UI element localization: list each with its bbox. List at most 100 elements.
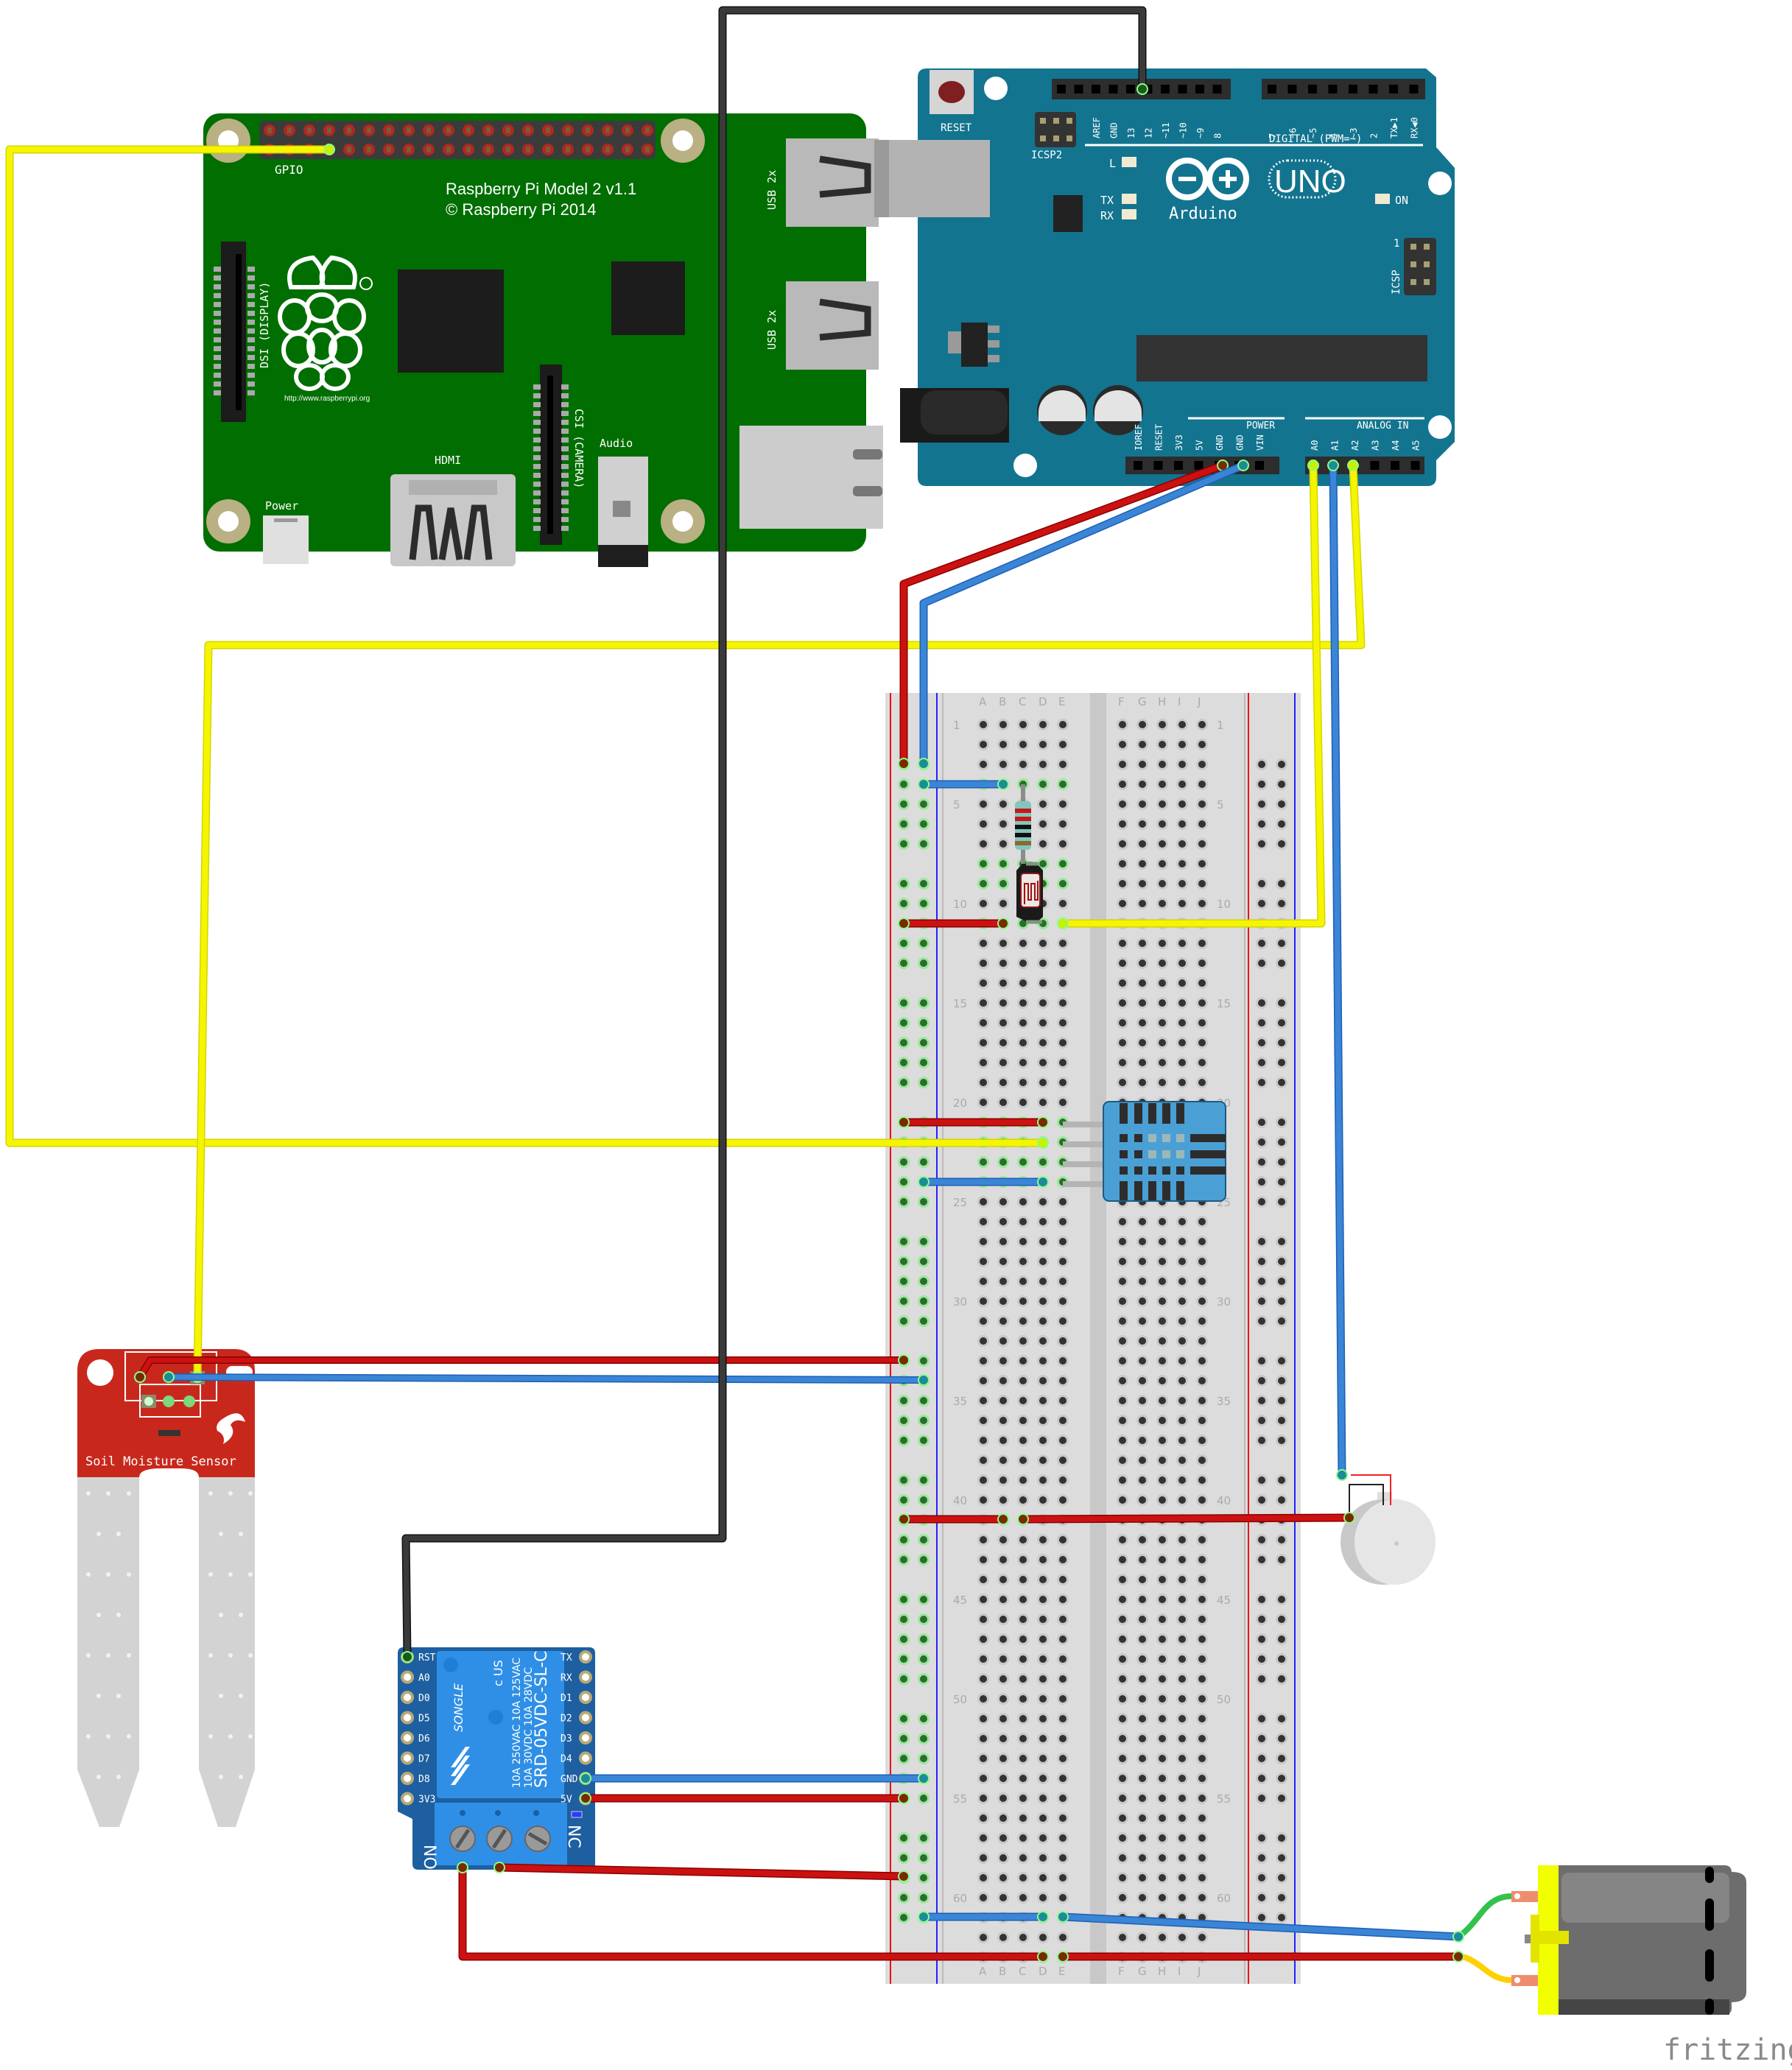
wire-endpoint[interactable] <box>898 758 910 770</box>
wire-endpoint[interactable] <box>1037 1116 1049 1128</box>
piezo-buzzer[interactable] <box>1341 1474 1436 1585</box>
red-wire-buzzer[interactable] <box>1020 1515 1352 1522</box>
wire-endpoint[interactable] <box>898 1792 910 1804</box>
analog-header-pin[interactable] <box>1370 461 1380 470</box>
digital-header-pin[interactable] <box>1074 85 1083 94</box>
ethernet-port[interactable] <box>739 426 883 529</box>
soil-moisture-sensor[interactable]: Soil Moisture Sensor <box>77 1349 255 1827</box>
wire-endpoint[interactable] <box>1037 1137 1049 1149</box>
wire-endpoint[interactable] <box>918 1772 930 1784</box>
wire-endpoint[interactable] <box>918 1911 930 1923</box>
breadboard[interactable]: ABCDEFGHIJABCDEFGHIJ11551010151520202525… <box>885 693 1301 1984</box>
wire-endpoint[interactable] <box>1452 1931 1464 1943</box>
red-wire-soil-vcc[interactable] <box>137 1357 907 1380</box>
wire-endpoint[interactable] <box>323 144 335 155</box>
usb-b-port[interactable] <box>874 140 990 217</box>
hdmi-port[interactable] <box>390 474 516 566</box>
usb-port-2[interactable] <box>786 281 879 370</box>
power-header-pin[interactable] <box>1153 461 1163 470</box>
red-wire-relay-no-to-motor[interactable] <box>460 1865 1046 1960</box>
dc-power-jack[interactable] <box>900 388 1009 443</box>
digital-header-pin[interactable] <box>1409 85 1419 94</box>
digital-header-pin[interactable] <box>1212 85 1222 94</box>
wire-endpoint[interactable] <box>1057 1951 1069 1962</box>
yellow-wire-a2-to-soil-sig[interactable] <box>194 462 1364 1380</box>
wire-endpoint[interactable] <box>997 918 1009 929</box>
digital-header-pin[interactable] <box>1308 85 1317 94</box>
red-wire-relay-common-to-rail[interactable] <box>496 1865 907 1879</box>
wire-endpoint[interactable] <box>493 1862 505 1873</box>
digital-header-pin[interactable] <box>1161 85 1170 94</box>
reset-button[interactable] <box>930 70 974 114</box>
wire-endpoint[interactable] <box>1037 1176 1049 1188</box>
yellow-wire-gpio-to-dht[interactable] <box>7 147 1046 1146</box>
wire-endpoint[interactable] <box>898 1870 910 1882</box>
wire-endpoint[interactable] <box>134 1371 146 1383</box>
wire-endpoint[interactable] <box>997 778 1009 790</box>
wire-endpoint[interactable] <box>1037 1951 1049 1962</box>
blue-wire-breadboard-to-motor[interactable] <box>1060 1914 1461 1940</box>
dc-motor[interactable] <box>1456 1865 1746 2015</box>
digital-header-pin[interactable] <box>1389 85 1398 94</box>
blue-wire-arduino-gnd-to-rail[interactable] <box>921 462 1246 767</box>
wire-endpoint[interactable] <box>1017 1513 1029 1525</box>
wire-endpoint[interactable] <box>457 1862 468 1873</box>
screw-terminal[interactable] <box>435 1803 567 1865</box>
digital-header-pin[interactable] <box>1368 85 1378 94</box>
wire-endpoint[interactable] <box>918 1176 930 1188</box>
wire-endpoint[interactable] <box>401 1651 413 1663</box>
wire-endpoint[interactable] <box>898 1116 910 1128</box>
digital-header-pin[interactable] <box>1287 85 1297 94</box>
digital-header-pin[interactable] <box>1195 85 1204 94</box>
power-header-pin[interactable] <box>1194 461 1204 470</box>
wire-endpoint[interactable] <box>1057 1911 1069 1923</box>
wire-endpoint[interactable] <box>918 758 930 770</box>
digital-header-pin[interactable] <box>1108 85 1118 94</box>
wire-endpoint[interactable] <box>1452 1951 1464 1962</box>
digital-header-pin[interactable] <box>1328 85 1338 94</box>
wire-endpoint[interactable] <box>918 778 930 790</box>
analog-header[interactable] <box>1305 457 1424 474</box>
digital-header-pin[interactable] <box>1349 85 1357 94</box>
black-wire-pin13-to-relay-rst[interactable] <box>403 7 1145 1660</box>
wire-endpoint[interactable] <box>1237 460 1249 471</box>
power-header-pin[interactable] <box>1255 461 1264 470</box>
digital-header-pin[interactable] <box>1092 85 1100 94</box>
digital-header-pin[interactable] <box>1178 85 1187 94</box>
yellow-wire-a0-to-ldr[interactable] <box>1060 462 1324 926</box>
wire-endpoint[interactable] <box>898 1354 910 1366</box>
audio-jack[interactable] <box>598 457 648 567</box>
wire-endpoint[interactable] <box>1307 460 1319 471</box>
wire-endpoint[interactable] <box>163 1371 175 1383</box>
relay-module[interactable]: SONGLE SRD-05VDC-SL-C 10A 250VAC 10A 125… <box>398 1647 595 1870</box>
wire-endpoint[interactable] <box>1336 1469 1348 1481</box>
wire-endpoint[interactable] <box>1343 1512 1355 1524</box>
photocell-ldr[interactable] <box>1016 862 1043 924</box>
blue-wire-a1-to-buzzer[interactable] <box>1330 462 1345 1478</box>
red-wire-arduino-gnd-to-rail[interactable] <box>901 462 1226 767</box>
dht-temperature-humidity-sensor[interactable] <box>1063 1101 1226 1202</box>
wire-endpoint[interactable] <box>1037 1911 1049 1923</box>
wire-endpoint[interactable] <box>580 1792 591 1804</box>
resistor[interactable] <box>1015 784 1031 864</box>
blue-wire-soil-gnd[interactable] <box>166 1374 927 1383</box>
power-header-pin[interactable] <box>1134 461 1142 470</box>
wire-endpoint[interactable] <box>898 1513 910 1525</box>
wire-endpoint[interactable] <box>1327 460 1339 471</box>
wire-endpoint[interactable] <box>1347 460 1359 471</box>
analog-header-pin[interactable] <box>1391 461 1399 470</box>
wire-endpoint[interactable] <box>580 1772 591 1784</box>
wire-endpoint[interactable] <box>1057 918 1069 929</box>
power-header-pin[interactable] <box>1174 461 1183 470</box>
wire-endpoint[interactable] <box>898 918 910 929</box>
analog-header-pin[interactable] <box>1410 461 1420 470</box>
wire-endpoint[interactable] <box>918 1374 930 1386</box>
micro-usb-power-port[interactable] <box>263 515 309 564</box>
digital-header-pin[interactable] <box>1268 85 1276 94</box>
wire-endpoint[interactable] <box>1136 83 1148 95</box>
digital-header-pin[interactable] <box>1126 85 1135 94</box>
usb-port-1[interactable] <box>786 138 879 227</box>
digital-header-pin[interactable] <box>1057 85 1066 94</box>
raspberry-pi-board[interactable]: GPIO Raspberry Pi Model 2 v1.1 © Raspber… <box>203 113 883 567</box>
